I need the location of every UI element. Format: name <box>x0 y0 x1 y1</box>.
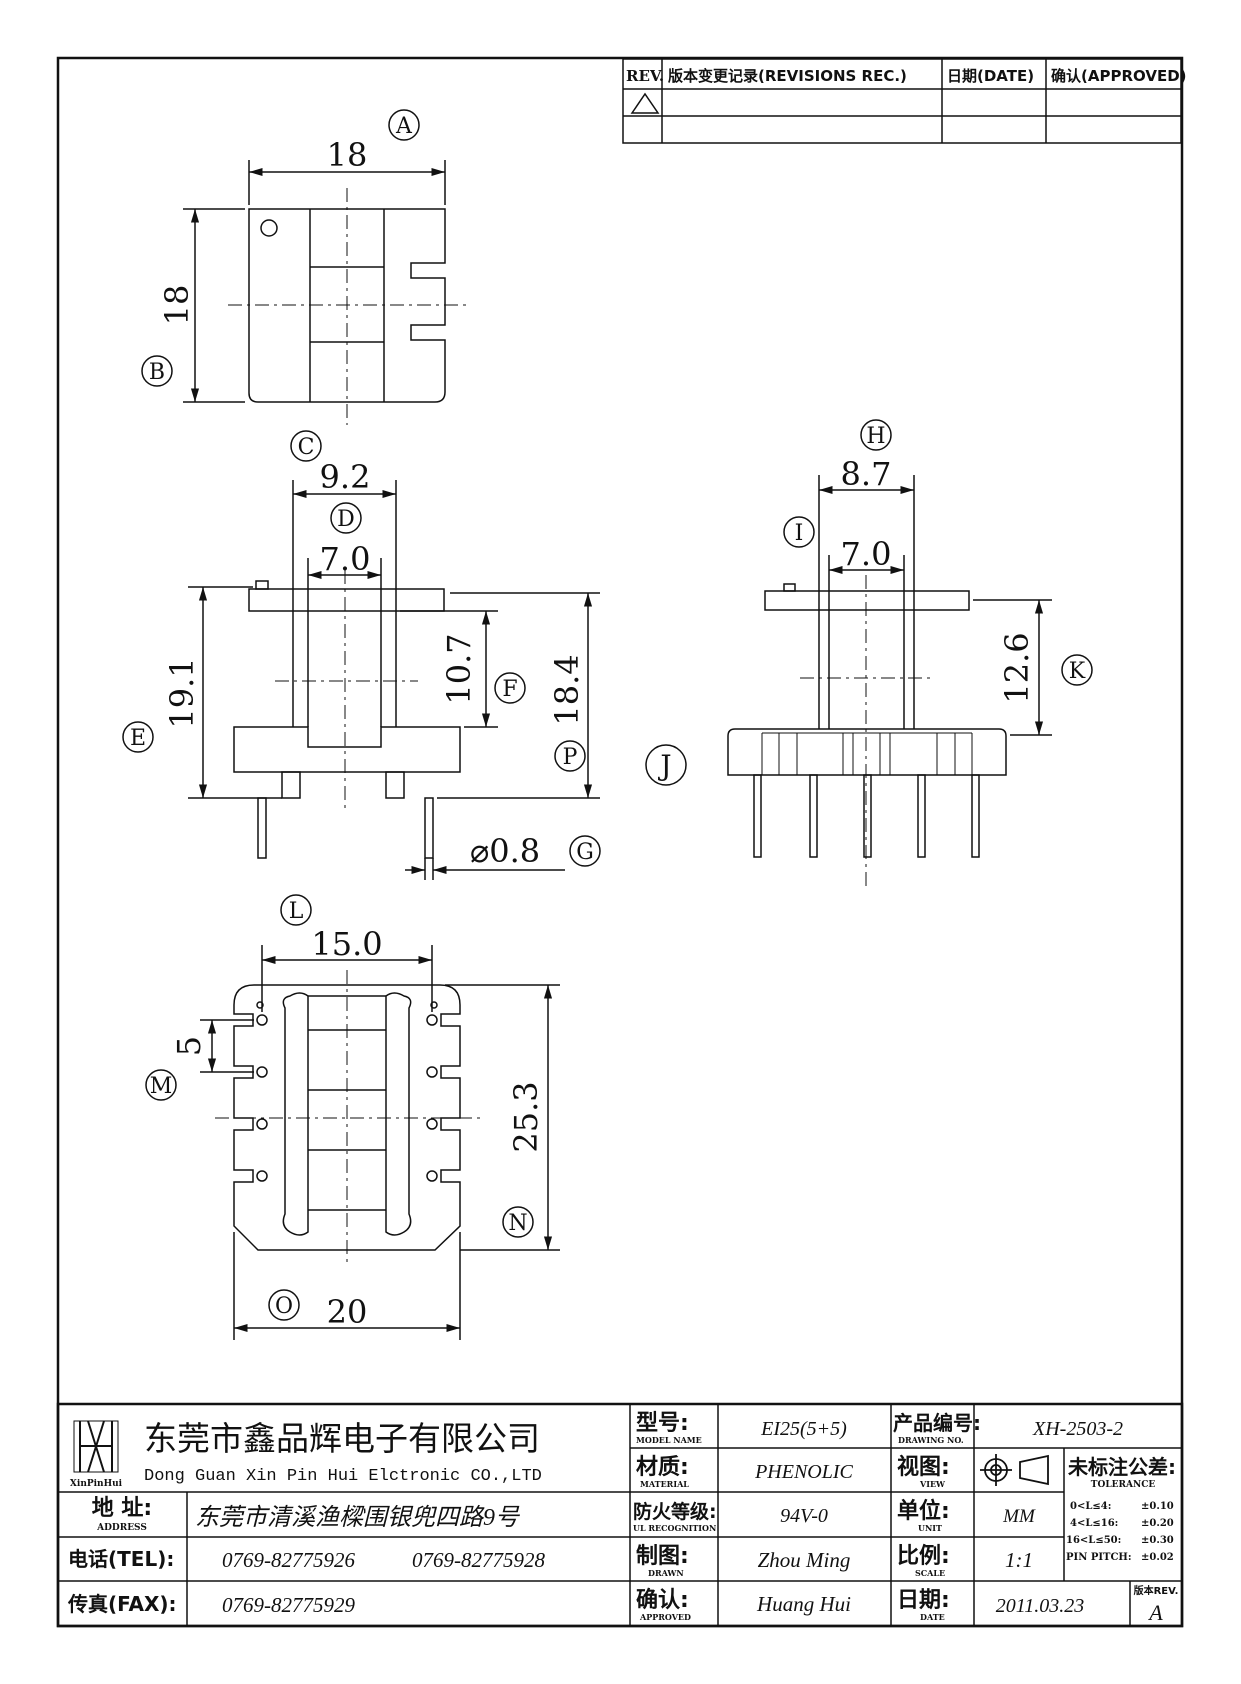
rev-value: A <box>1147 1600 1163 1625</box>
callout-j: J <box>657 749 671 782</box>
date-column-header: 日期(DATE) <box>947 67 1034 85</box>
view-label-en: VIEW <box>919 1479 946 1489</box>
scale-label-en: SCALE <box>915 1568 945 1578</box>
drawing-no-label-en: DRAWING NO. <box>898 1435 964 1445</box>
dim-flange-width-9-2: 9.2 <box>320 458 371 496</box>
callout-a: A <box>395 114 413 139</box>
tel-label: 电话(TEL): <box>68 1547 174 1571</box>
tolerance-table: 0<L≤4: ±0.10 4<L≤16: ±0.20 16<L≤50: ±0.3… <box>1066 1501 1174 1563</box>
callout-h: H <box>866 424 885 449</box>
callout-c: C <box>298 435 315 460</box>
drawn-value: Zhou Ming <box>758 1548 851 1572</box>
approved-column-header: 确认(APPROVED) <box>1051 67 1187 85</box>
fax-label: 传真(FAX): <box>67 1592 177 1616</box>
address-label-en: ADDRESS <box>96 1523 147 1533</box>
tel-value-1: 0769-82775926 <box>222 1548 355 1572</box>
flame-rating-value: 94V-0 <box>780 1505 828 1527</box>
drawing-no-value: XH-2503-2 <box>1032 1418 1123 1440</box>
dim-width-18: 18 <box>327 136 368 174</box>
side-view <box>645 419 1093 890</box>
dim-pin-diameter: ⌀0.8 <box>470 832 540 870</box>
bottom-view <box>145 894 560 1340</box>
callout-n: N <box>508 1211 527 1236</box>
projection-symbol-icon <box>980 1454 1049 1486</box>
company-name-cn: 东莞市鑫品辉电子有限公司 <box>144 1419 540 1458</box>
tolerance-value: ±0.10 <box>1141 1501 1174 1512</box>
dim-window-height-10-7: 10.7 <box>440 633 478 704</box>
view-label: 视图: <box>897 1454 950 1480</box>
material-label: 材质: <box>636 1455 689 1480</box>
drawn-label-en: DRAWN <box>648 1568 684 1578</box>
tolerance-range: 4<L≤16: <box>1070 1518 1118 1529</box>
revision-table <box>622 58 1182 144</box>
date-label-en: DATE <box>920 1612 945 1622</box>
tolerance-range: PIN PITCH: <box>1066 1552 1132 1563</box>
rev-column-header: REV. <box>626 67 664 85</box>
dim-pin-pitch-5: 5 <box>170 1036 208 1056</box>
rev-label: 版本REV. <box>1134 1584 1179 1597</box>
dim-height-18: 18 <box>158 285 196 326</box>
drawn-label: 制图: <box>636 1544 689 1569</box>
callout-m: M <box>150 1074 173 1099</box>
logo-caption: XinPinHui <box>70 1479 123 1489</box>
tolerance-label-en: TOLERANCE <box>1091 1480 1156 1490</box>
flame-rating-label-en: UL RECOGNITION <box>633 1523 716 1533</box>
material-label-en: MATERIAL <box>640 1479 689 1489</box>
front-view <box>122 430 601 880</box>
approved-label-en: APPROVED <box>639 1612 691 1622</box>
scale-value: 1:1 <box>1005 1548 1033 1572</box>
dim-window-height-12-6: 12.6 <box>998 632 1036 703</box>
flame-rating-label: 防火等级: <box>633 1500 717 1523</box>
dim-core-width-7-0-side: 7.0 <box>841 535 892 573</box>
dim-length-25-3: 25.3 <box>507 1081 545 1152</box>
dim-width-20: 20 <box>327 1293 368 1331</box>
callout-e: E <box>130 726 146 751</box>
tolerance-range: 0<L≤4: <box>1070 1501 1111 1512</box>
top-view <box>141 109 470 425</box>
revision-triangle-icon <box>630 92 660 114</box>
unit-value: MM <box>1002 1506 1036 1527</box>
approved-value: Huang Hui <box>756 1592 851 1616</box>
company-logo-icon <box>73 1420 119 1473</box>
material-value: PHENOLIC <box>754 1461 853 1483</box>
callout-f: F <box>502 677 517 702</box>
tolerance-value: ±0.02 <box>1141 1552 1174 1563</box>
callout-i: I <box>795 521 804 546</box>
company-name-en: Dong Guan Xin Pin Hui Elctronic CO.,LTD <box>144 1467 542 1486</box>
callout-k: K <box>1069 659 1086 684</box>
dim-core-width-7-0: 7.0 <box>320 540 371 578</box>
dim-body-height-18-4: 18.4 <box>548 654 586 725</box>
approved-label: 确认: <box>636 1587 689 1613</box>
tolerance-range: 16<L≤50: <box>1066 1535 1121 1546</box>
unit-label: 单位: <box>897 1498 950 1524</box>
tel-value-2: 0769-82775928 <box>412 1548 545 1572</box>
fax-value: 0769-82775929 <box>222 1593 355 1617</box>
callout-g: G <box>576 840 594 865</box>
scale-label: 比例: <box>897 1544 950 1569</box>
tolerance-label: 未标注公差: <box>1068 1455 1176 1479</box>
unit-label-en: UNIT <box>918 1523 942 1533</box>
date-label: 日期: <box>897 1588 950 1613</box>
title-block <box>56 1402 1184 1628</box>
callout-o: O <box>275 1294 293 1319</box>
date-value: 2011.03.23 <box>996 1595 1085 1617</box>
callout-b: B <box>149 360 165 385</box>
address-value: 东莞市清溪渔樑围银兜四路9号 <box>195 1504 521 1531</box>
model-label-en: MODEL NAME <box>636 1435 702 1445</box>
callout-l: L <box>289 899 304 924</box>
callout-p: P <box>563 745 578 770</box>
tolerance-value: ±0.30 <box>1141 1535 1174 1546</box>
dim-total-height-19-1: 19.1 <box>163 657 201 728</box>
address-label: 地 址: <box>92 1496 152 1521</box>
revision-record-header: 版本变更记录(REVISIONS REC.) <box>668 67 907 85</box>
drawing-no-label: 产品编号: <box>893 1411 981 1435</box>
dim-flange-width-8-7: 8.7 <box>841 455 892 493</box>
tolerance-value: ±0.20 <box>1141 1518 1174 1529</box>
model-value: EI25(5+5) <box>760 1418 847 1440</box>
model-label: 型号: <box>636 1411 689 1436</box>
dim-pin-span-15-0: 15.0 <box>311 925 382 963</box>
drawing-border <box>56 56 1184 1628</box>
callout-d: D <box>337 507 355 532</box>
